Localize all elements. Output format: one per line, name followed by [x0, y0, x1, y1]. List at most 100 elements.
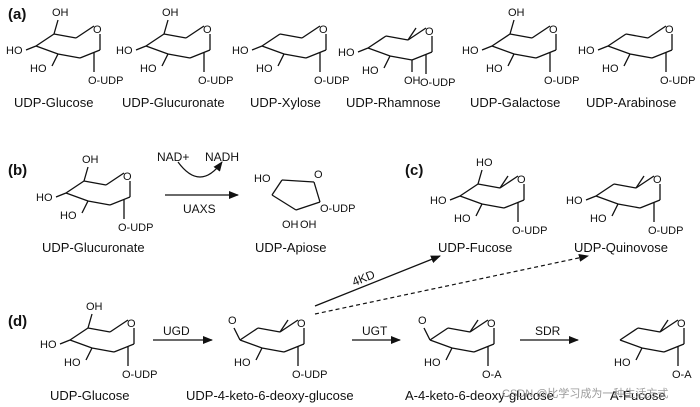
- hydroxyl-label: HO: [36, 192, 53, 204]
- compound-label-udp-fucose: UDP-Fucose: [438, 240, 513, 255]
- bond: [305, 49, 327, 59]
- compound-label-udp-galactose: UDP-Galactose: [470, 95, 561, 110]
- enzyme-ugt: UGT: [362, 324, 388, 338]
- ring-oxygen: O: [127, 318, 136, 330]
- bond: [663, 343, 685, 353]
- bond: [623, 53, 631, 67]
- hydroxyl-label: OH: [300, 219, 317, 231]
- bond: [423, 327, 431, 341]
- bond: [35, 33, 55, 47]
- bond: [53, 33, 77, 39]
- ring-oxygen: O: [487, 318, 496, 330]
- bond: [469, 319, 479, 333]
- bond: [625, 33, 649, 39]
- hydroxyl-label: HO: [614, 357, 631, 369]
- bond: [83, 166, 89, 182]
- bond: [659, 319, 669, 333]
- bond: [509, 19, 515, 35]
- bond: [163, 19, 169, 35]
- ring-oxygen: O: [665, 24, 674, 36]
- compound-label-udp-keto: UDP-4-keto-6-deoxy-glucose: [186, 388, 354, 403]
- hydroxyl-label: HO: [590, 213, 607, 225]
- hydroxyl-label: HO: [6, 45, 23, 57]
- bond: [57, 53, 81, 59]
- bond: [277, 53, 285, 67]
- bond: [167, 53, 191, 59]
- bond: [55, 192, 67, 198]
- bond: [283, 343, 305, 353]
- ring-oxygen: O: [123, 171, 132, 183]
- hydroxyl-label: HO: [116, 45, 133, 57]
- compound-label-a-keto: A-4-keto-6-deoxy-glucose: [405, 388, 554, 403]
- bond: [509, 33, 533, 39]
- bond: [257, 327, 281, 333]
- bond: [59, 339, 71, 345]
- enzyme-ugd: UGD: [163, 324, 190, 338]
- bond: [279, 33, 303, 39]
- bond: [313, 181, 321, 203]
- anomeric-substituent: O-UDP: [512, 225, 547, 237]
- bond: [135, 45, 147, 51]
- hydroxyl-label: HO: [232, 45, 249, 57]
- ring-oxygen: O: [93, 24, 102, 36]
- bond: [477, 169, 483, 185]
- bond: [113, 343, 135, 353]
- bond: [301, 25, 321, 39]
- bond: [407, 27, 417, 41]
- compound-label-udp-xylose: UDP-Xylose: [250, 95, 321, 110]
- bond: [469, 319, 489, 333]
- bond: [69, 327, 89, 341]
- enzyme-nad: NAD+: [157, 150, 190, 164]
- bond: [85, 347, 93, 361]
- bond: [145, 33, 165, 47]
- anomeric-substituent: O-A: [482, 369, 502, 381]
- bond: [481, 203, 505, 209]
- watermark: CSDN @比学习成为一种生活方式: [502, 388, 669, 400]
- bond: [109, 196, 131, 206]
- bond: [163, 33, 187, 39]
- bond: [473, 343, 495, 353]
- bond: [491, 45, 515, 55]
- bond: [81, 200, 89, 214]
- bond: [83, 180, 107, 186]
- anomeric-substituent: O-UDP: [122, 369, 157, 381]
- bond: [281, 179, 315, 183]
- anomeric-substituent: O-UDP: [544, 75, 579, 87]
- anomeric-substituent: O-UDP: [292, 369, 327, 381]
- top-substituent: OH: [52, 7, 69, 19]
- bond: [647, 25, 667, 39]
- bond: [261, 347, 285, 353]
- hydroxyl-label: HO: [338, 47, 355, 59]
- bond: [279, 319, 289, 333]
- bond: [639, 199, 661, 209]
- anomeric-substituent: O-UDP: [88, 75, 123, 87]
- bond: [635, 347, 643, 361]
- bond: [239, 327, 259, 341]
- ring-oxygen: O: [319, 24, 328, 36]
- bond: [411, 51, 433, 61]
- bond: [641, 347, 665, 353]
- hydroxyl-label: HO: [64, 357, 81, 369]
- hydroxyl-label: HO: [602, 63, 619, 75]
- bond: [429, 327, 449, 341]
- hydroxyl-label: HO: [566, 195, 583, 207]
- anomeric-substituent: O-A: [672, 369, 692, 381]
- panel-label-b: (b): [8, 162, 28, 179]
- bond: [659, 319, 679, 333]
- compound-label-udp-rhamnose: UDP-Rhamnose: [346, 95, 441, 110]
- hydroxyl-label: OH: [404, 75, 421, 87]
- bond: [513, 53, 537, 59]
- hydroxyl-label: HO: [256, 63, 273, 75]
- ring-oxygen: O: [653, 174, 662, 186]
- bond: [499, 175, 519, 189]
- bond: [239, 339, 263, 349]
- bond: [65, 192, 89, 202]
- enzyme-uaxs: UAXS: [183, 202, 216, 216]
- compound-label-udp-glucuronate: UDP-Glucuronate: [122, 95, 225, 110]
- bond: [87, 327, 111, 333]
- compound-label-udp-apiose: UDP-Apiose: [255, 240, 327, 255]
- bond: [385, 35, 409, 41]
- bond: [367, 35, 387, 49]
- hydroxyl-label: HO: [362, 65, 379, 77]
